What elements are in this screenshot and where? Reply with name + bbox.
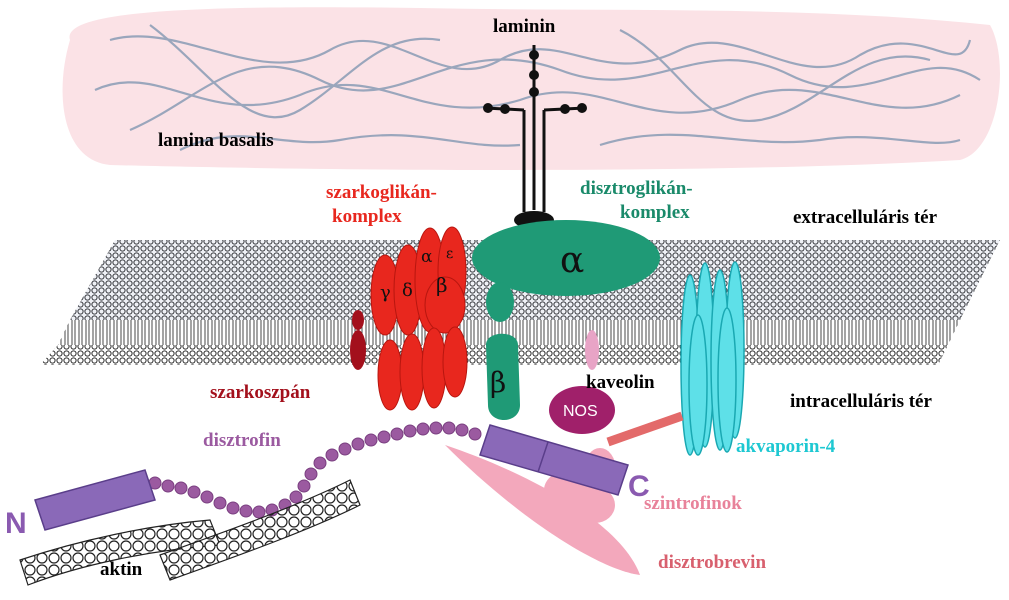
nos-label: NOS xyxy=(563,403,598,420)
sarcoglycan-complex-label-line1: szarkoglikán- xyxy=(326,182,437,203)
alpha-dystroglycan-symbol: α xyxy=(560,240,584,281)
aquaporin-label: akvaporin-4 xyxy=(736,436,836,457)
sarcoglycan-complex xyxy=(370,226,468,411)
c-terminus-label: C xyxy=(628,470,650,503)
dystrophin-c-terminal-domain xyxy=(479,424,629,496)
extracellular-space-label: extracelluláris tér xyxy=(793,207,938,228)
sarcoglycan-gamma-symbol: γ xyxy=(380,282,391,303)
sarcospan-label: szarkoszpán xyxy=(210,382,311,403)
caveolin xyxy=(585,330,599,370)
beta-dystroglycan-symbol: β xyxy=(490,366,506,399)
sarcoglycan-complex-label-line2: komplex xyxy=(332,206,402,227)
sarcoglycan-beta-symbol: β xyxy=(436,273,448,297)
actin-filaments xyxy=(19,479,361,586)
caveolin-label: kaveolin xyxy=(586,372,655,393)
dystroglycan-complex xyxy=(472,220,660,420)
n-terminus-label: N xyxy=(5,507,27,540)
syntrophins-label: szintrofinok xyxy=(644,493,742,514)
sarcoglycan-alpha-symbol: α xyxy=(421,247,433,267)
lamina-basalis-label: lamina basalis xyxy=(158,130,274,151)
syntrophin-aquaporin-link xyxy=(606,411,684,447)
sarcoglycan-delta-symbol: δ xyxy=(402,280,413,301)
laminin-label: laminin xyxy=(493,16,556,37)
dystrobrevin-label: disztrobrevin xyxy=(658,552,767,573)
intracellular-space-label: intracelluláris tér xyxy=(790,391,932,412)
sarcoglycan-epsilon-symbol: ε xyxy=(446,246,453,262)
actin-label: aktin xyxy=(100,559,143,580)
dystrophin-label: disztrofin xyxy=(203,430,281,451)
aquaporin-4-channel xyxy=(680,261,745,456)
dystrophin-rod xyxy=(148,421,482,519)
dystroglycan-complex-label-line1: disztroglikán- xyxy=(580,178,693,199)
dystroglycan-complex-label-line2: komplex xyxy=(620,202,690,223)
sarcospan xyxy=(350,310,366,370)
nos-enzyme xyxy=(549,386,615,434)
dystrophin-n-terminal-domain xyxy=(34,469,156,531)
